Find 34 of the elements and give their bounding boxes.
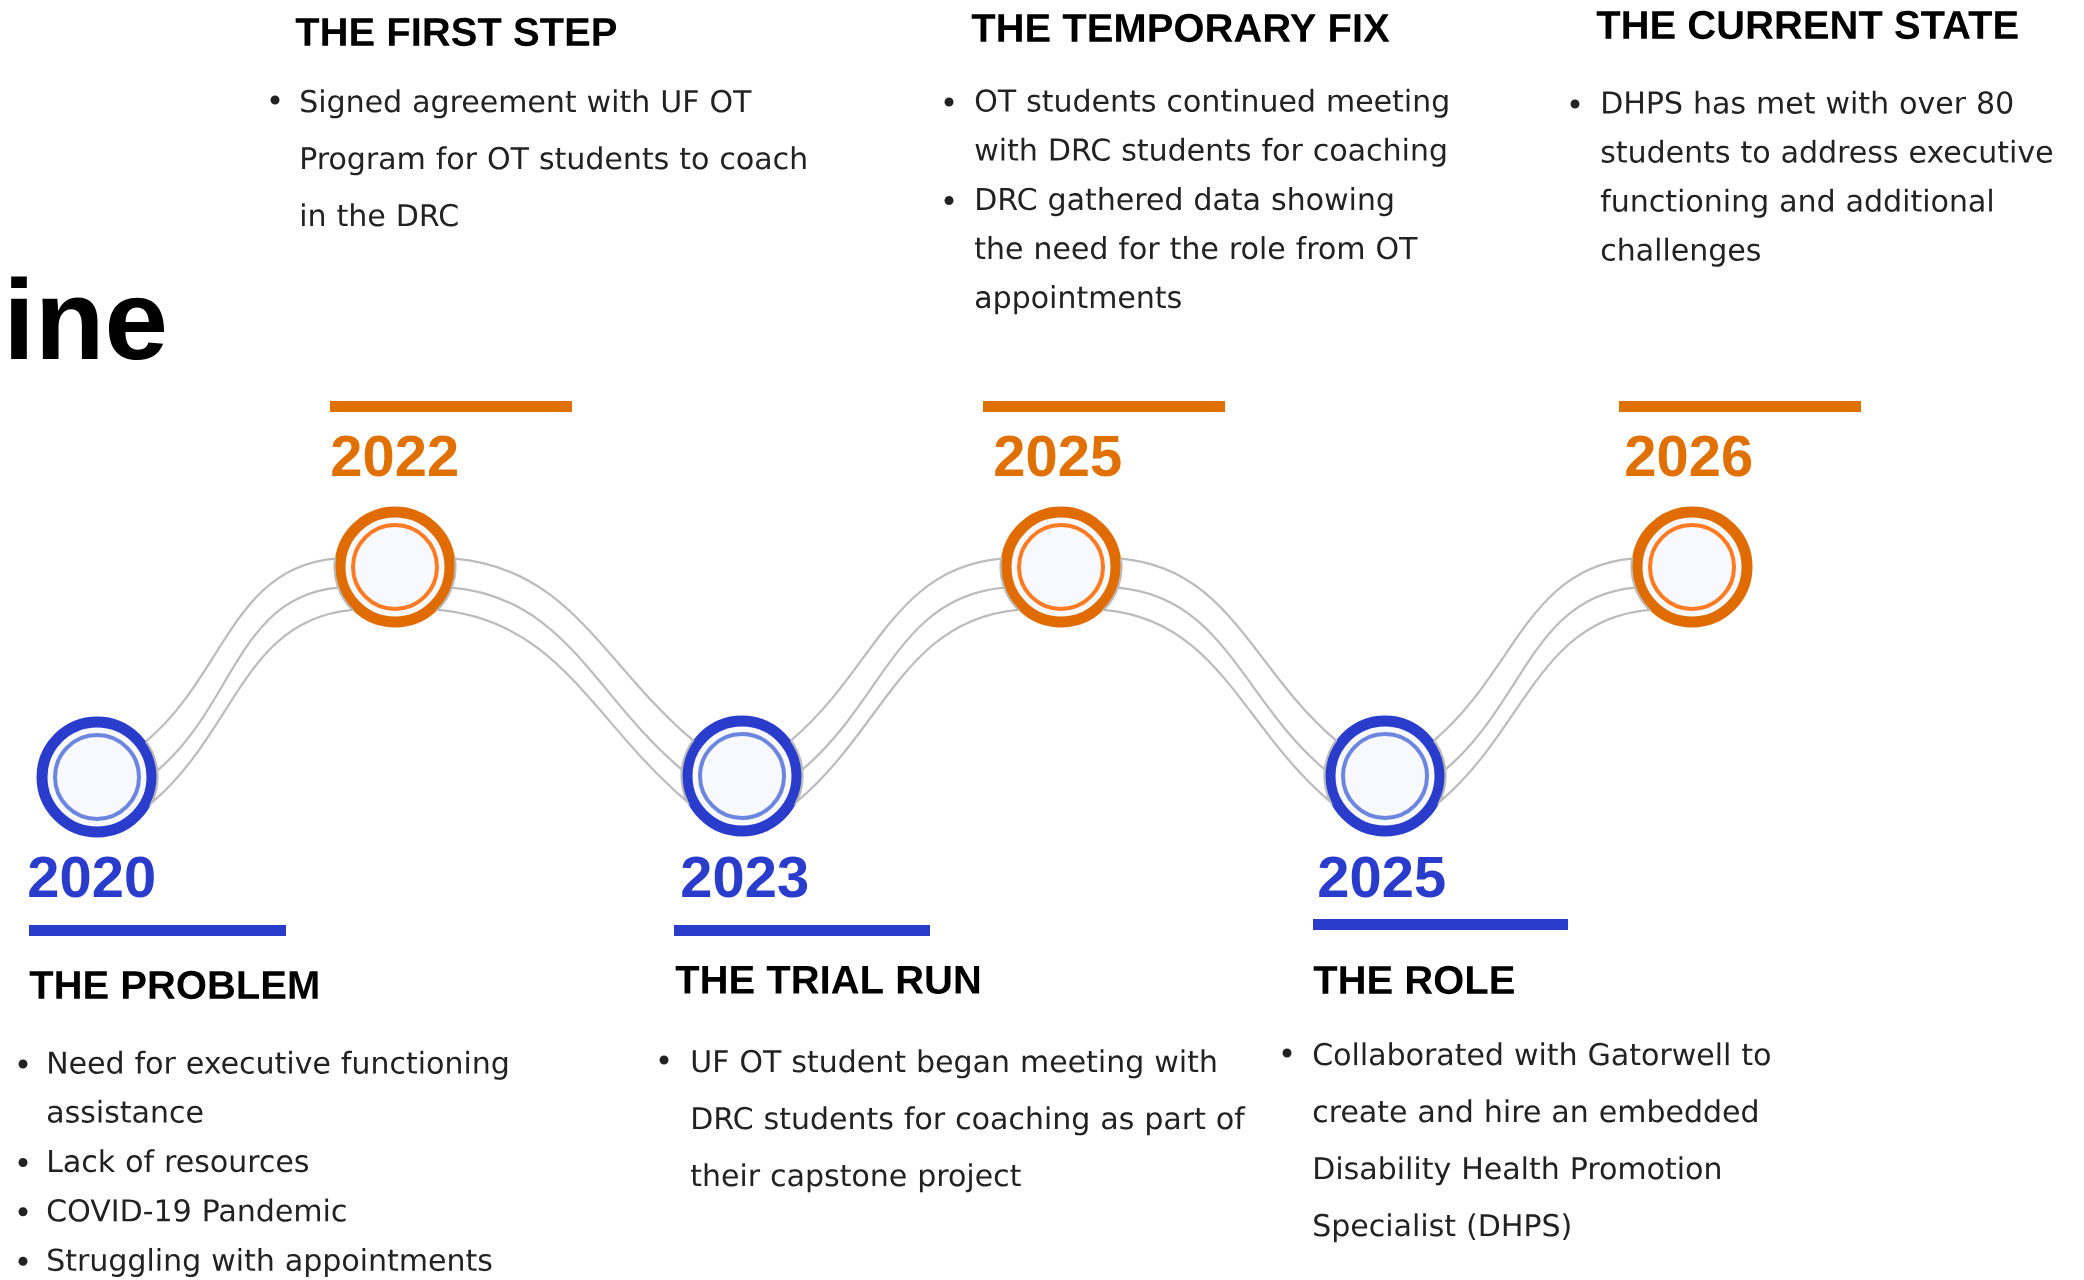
wave-connector (144, 557, 354, 804)
timeline-circle (1000, 506, 1122, 628)
year-label: 2025 (995, 435, 1121, 477)
bullet-item: DRC gathered data showing the need for the role from OT appointments (944, 187, 1418, 315)
bullet-item: Struggling with appointments (18, 1247, 492, 1277)
heading: THE CURRENT STATE (1596, 10, 2018, 40)
heading: THE TRIAL RUN (675, 966, 980, 994)
wave-connector (1102, 557, 1338, 803)
heading: THE FIRST STEP (295, 17, 617, 47)
year-label: 2023 (682, 856, 808, 898)
timeline-circle (1631, 506, 1753, 628)
heading: THE PROBLEM (29, 970, 318, 1000)
bullet-item: COVID-19 Pandemic (18, 1198, 346, 1222)
wave-connector (789, 557, 1020, 803)
bullet-item: DHPS has met with over 80 students to address executive functioning and additional challenges (1570, 90, 2052, 267)
bullet-item: Lack of resources (18, 1149, 308, 1173)
year-label: 2026 (1626, 435, 1752, 477)
wave-connector (436, 557, 695, 803)
bullet-item: Need for executive functioning assistance (18, 1050, 508, 1123)
timeline-circle (334, 506, 456, 628)
timeline-circle (681, 715, 803, 837)
wave-connector (1432, 557, 1651, 803)
heading: THE ROLE (1313, 965, 1514, 995)
title: ine (11, 276, 165, 361)
bullet-item: OT students continued meeting with DRC students for coaching (944, 88, 1448, 167)
bullet-item: Collaborated with Gatorwell to create and hire an embedded Disability Health Promotion Specialist (DHPS) (1282, 1042, 1770, 1243)
heading: THE TEMPORARY FIX (971, 13, 1390, 43)
timeline-circle (36, 716, 158, 838)
year-label: 2025 (1319, 856, 1445, 898)
bullet-item: UF OT student began meeting with DRC students for coaching as part of their capstone project (659, 1049, 1246, 1193)
bullet-item: Signed agreement with UF OT Program for OT students to coach in the DRC (270, 89, 806, 227)
timeline-circle (1324, 715, 1446, 837)
year-label: 2020 (29, 856, 154, 898)
year-label: 2022 (332, 435, 457, 477)
